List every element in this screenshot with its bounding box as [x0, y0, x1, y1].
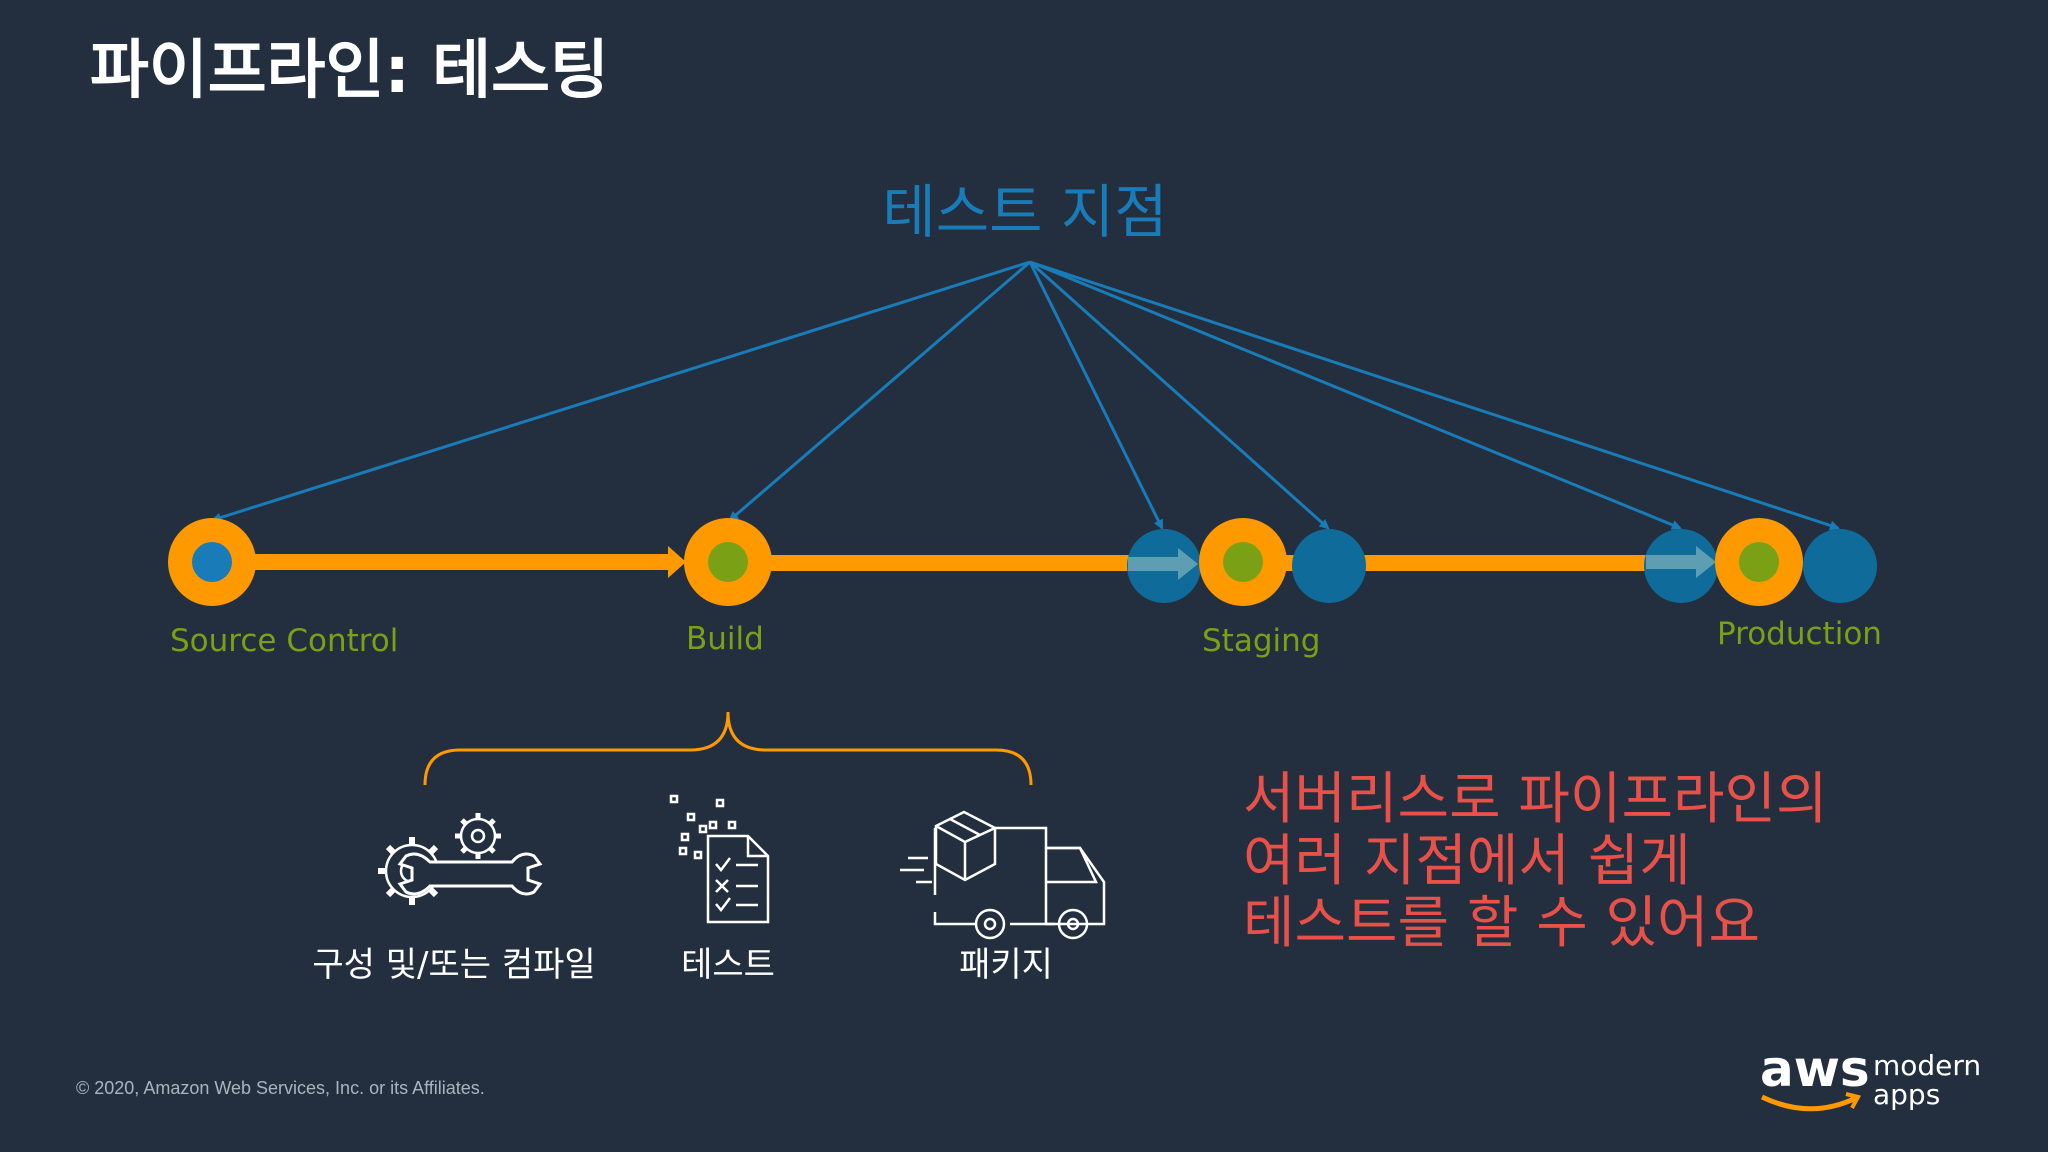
- stage-node-production: [1715, 518, 1803, 606]
- checklist-document-icon: [669, 794, 770, 924]
- gears-wrench-icon: [378, 813, 543, 905]
- test-point-arrows: [211, 260, 1840, 531]
- footer-copyright: © 2020, Amazon Web Services, Inc. or its…: [76, 1078, 485, 1098]
- build-step-label-package: 패키지: [959, 945, 1053, 985]
- arrow-to-production-after: [1029, 260, 1840, 531]
- arrow-to-staging-after: [1029, 260, 1330, 530]
- stage-node-source-control: [168, 518, 256, 606]
- build-step-label-configure: 구성 및/또는 컴파일: [312, 945, 595, 985]
- stage-label-staging: Staging: [1202, 623, 1320, 659]
- stage-label-build: Build: [686, 621, 764, 657]
- build-curly-brace: [423, 711, 1033, 786]
- test-point-production-after: [1803, 529, 1877, 603]
- pipeline-track: [212, 546, 1700, 578]
- callout-line-2: 여러 지점에서 쉽게: [1243, 829, 1691, 894]
- test-point-staging-after: [1292, 529, 1366, 603]
- arrow-to-staging-before: [1028, 261, 1164, 530]
- aws-smile-icon: [1760, 1094, 1858, 1112]
- delivery-truck-icon: [900, 810, 1106, 940]
- stage-node-staging: [1199, 518, 1287, 606]
- serverless-callout: 서버리스로 파이프라인의 여러 지점에서 쉽게 테스트를 할 수 있어요: [1243, 767, 1828, 956]
- callout-line-1: 서버리스로 파이프라인의: [1243, 767, 1828, 832]
- build-step-label-test: 테스트: [681, 945, 775, 985]
- arrow-to-production-before: [1029, 260, 1682, 530]
- logo-line-modern: modern: [1873, 1049, 1981, 1082]
- aws-modern-apps-logo: aws modern apps: [1760, 1040, 1981, 1112]
- arrow-to-source-control: [211, 260, 1031, 523]
- stage-node-build: [684, 518, 772, 606]
- slide-title: 파이프라인: 테스팅: [90, 34, 609, 108]
- aws-logo-wordmark: aws: [1760, 1040, 1870, 1098]
- callout-line-3: 테스트를 할 수 있어요: [1243, 891, 1760, 956]
- test-points-label: 테스트 지점: [882, 178, 1167, 246]
- stage-label-production: Production: [1717, 616, 1882, 652]
- stage-label-source-control: Source Control: [170, 623, 398, 659]
- pipeline-arrow-overlays: [1128, 546, 1716, 580]
- logo-line-apps: apps: [1873, 1078, 1940, 1111]
- arrow-to-build: [728, 260, 1031, 522]
